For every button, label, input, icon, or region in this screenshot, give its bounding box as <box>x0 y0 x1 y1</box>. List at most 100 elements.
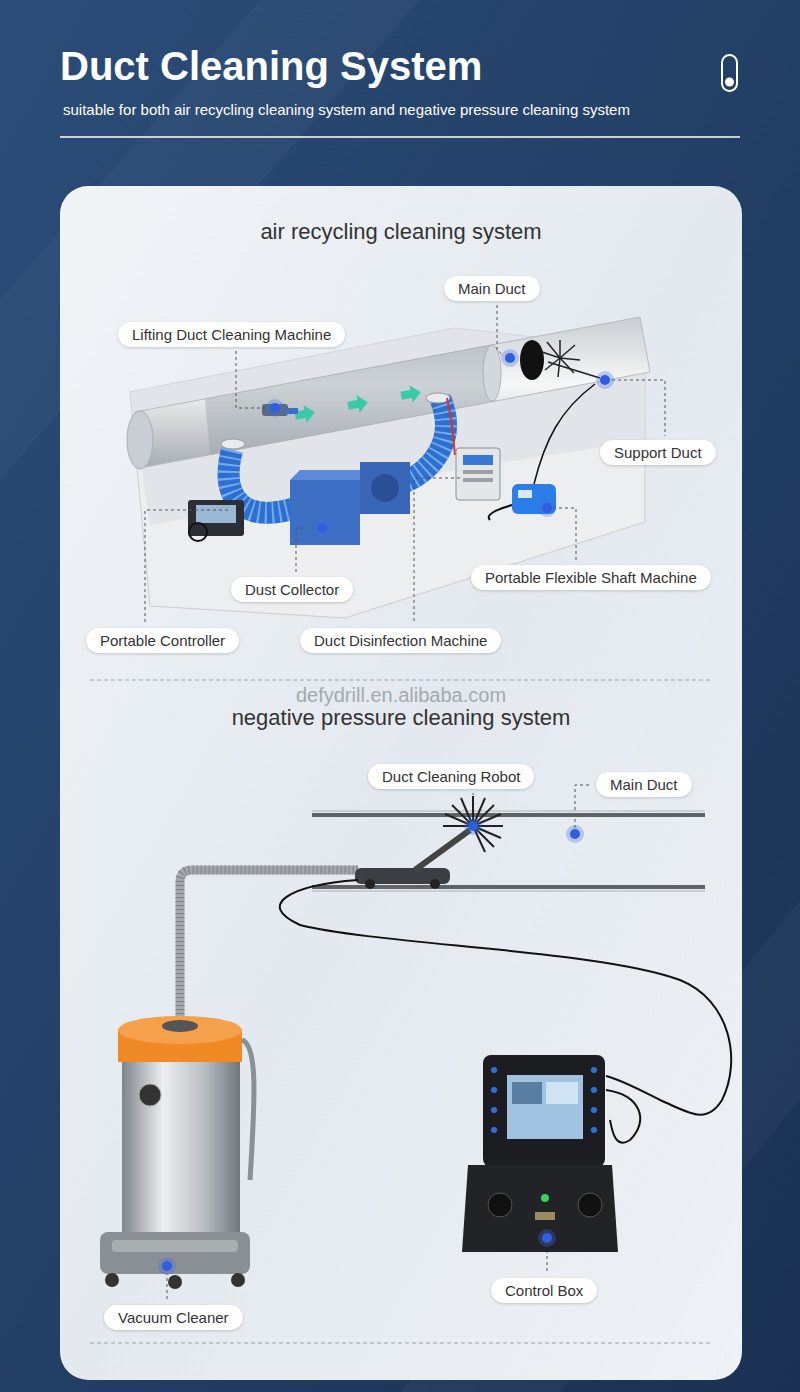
callout-dots-part <box>505 353 515 363</box>
main-pipe <box>127 317 650 469</box>
callout-dots-part <box>158 1257 176 1275</box>
callout-dots-part <box>313 519 331 537</box>
callout-dots-part <box>542 1233 552 1243</box>
part-name: Main Duct <box>610 776 678 793</box>
portable-controller-part <box>196 505 236 523</box>
leader-lines-part <box>612 380 665 436</box>
callout-pill: Duct Cleaning Robot <box>368 764 534 789</box>
part-name: Control Box <box>505 1282 583 1299</box>
part-name: Portable Flexible Shaft Machine <box>485 569 697 586</box>
main-pipe-part <box>127 411 153 469</box>
control-box-part <box>541 1194 549 1202</box>
control-box <box>462 1055 618 1252</box>
hoses-part <box>426 393 450 403</box>
vacuum-cleaner <box>100 1016 254 1289</box>
dust-collector-part <box>290 470 370 480</box>
control-box-part <box>488 1193 512 1217</box>
callout-dots <box>158 349 614 1275</box>
vacuum-hose-part <box>180 870 358 1030</box>
control-box-part <box>483 1055 605 1167</box>
robot <box>355 796 503 889</box>
control-box-part <box>491 1067 597 1133</box>
main-pipe-part <box>294 383 423 424</box>
flexible-shaft-machine-part <box>512 484 556 514</box>
header-decor-part <box>725 78 734 87</box>
control-box-part-part <box>591 1067 597 1073</box>
main-pipe-part <box>520 340 544 380</box>
leader-lines-part <box>575 785 590 828</box>
vacuum-cleaner-part <box>242 1040 254 1180</box>
callout-pill: Lifting Duct Cleaning Machine <box>118 322 345 347</box>
callout-dots-part <box>317 523 327 533</box>
main-pipe-part-part <box>548 362 600 378</box>
header-decor-part <box>722 55 737 91</box>
flexible-shaft-machine <box>489 384 595 520</box>
control-box-part <box>546 1082 578 1104</box>
robot-part <box>430 879 440 889</box>
header-decor-part <box>60 136 740 138</box>
callout-pill: Dust Collector <box>231 577 353 602</box>
control-box-part-part <box>591 1127 597 1133</box>
duct <box>312 811 705 891</box>
main-pipe-part-part <box>347 393 370 414</box>
vacuum-cleaner-part <box>122 1062 240 1240</box>
callout-pill: Control Box <box>491 1278 597 1303</box>
title-box: Duct Cleaning System <box>60 46 482 86</box>
main-pipe-part-part <box>560 345 575 358</box>
watermark-box: defydrill.en.alibaba.com <box>60 683 742 707</box>
flexible-shaft-machine-part <box>534 384 595 484</box>
callout-dots-part <box>538 499 556 517</box>
control-box-part-part <box>591 1107 597 1113</box>
vacuum-cleaner-part <box>112 1240 238 1252</box>
main-pipe-part <box>286 408 298 414</box>
section-heading: air recycling cleaning system <box>260 219 541 244</box>
section-heading-box: air recycling cleaning system <box>60 219 742 245</box>
leader-lines-part <box>167 1272 168 1301</box>
main-pipe-part-part <box>400 383 423 404</box>
leader-lines-part <box>497 305 504 356</box>
callout-dots-part <box>600 375 610 385</box>
duct-part <box>312 891 705 892</box>
callout-dots-part <box>566 825 584 843</box>
control-box-part-part <box>491 1127 497 1133</box>
section-heading-box: negative pressure cleaning system <box>60 705 742 731</box>
subtitle: suitable for both air recycling cleaning… <box>63 101 630 118</box>
disinfection-machine-part <box>463 455 493 465</box>
callout-dots-part <box>464 817 482 835</box>
main-pipe-part-part <box>559 340 561 358</box>
dust-collector-part <box>290 480 360 545</box>
duct-part <box>312 813 705 817</box>
control-box-part <box>578 1193 602 1217</box>
part-name: Vacuum Cleaner <box>118 1309 229 1326</box>
vacuum-cleaner-part <box>162 1020 198 1032</box>
main-pipe-part-part <box>558 358 560 377</box>
disinfection-machine-part <box>456 448 500 500</box>
hoses-part <box>405 398 446 482</box>
portable-controller-part <box>189 523 207 541</box>
control-box-part <box>535 1212 555 1220</box>
main-pipe-part-part <box>560 358 580 360</box>
part-name: Dust Collector <box>245 581 339 598</box>
callout-dots-part <box>162 1261 172 1271</box>
callout-pill: Main Duct <box>596 772 692 797</box>
callout-dots-part <box>596 371 614 389</box>
vacuum-cleaner-part <box>100 1232 250 1274</box>
vacuum-cleaner-part <box>231 1273 245 1287</box>
main-pipe-part-part <box>547 342 560 358</box>
callout-pill: Vacuum Cleaner <box>104 1305 243 1330</box>
vacuum-hose-part <box>180 870 358 1030</box>
leader-lines-part <box>414 478 460 624</box>
vacuum-hose <box>180 870 358 1030</box>
control-box-part <box>512 1082 542 1104</box>
part-name: Duct Cleaning Robot <box>382 768 520 785</box>
hoses-part <box>447 398 455 455</box>
part-name: Main Duct <box>458 280 526 297</box>
flexible-shaft-machine-part <box>518 490 532 498</box>
callout-pill: Portable Flexible Shaft Machine <box>471 565 711 590</box>
disinfection-machine-part <box>463 478 493 482</box>
disinfection-machine <box>456 448 500 500</box>
title: Duct Cleaning System <box>60 44 482 88</box>
callout-dots-part <box>538 1229 556 1247</box>
